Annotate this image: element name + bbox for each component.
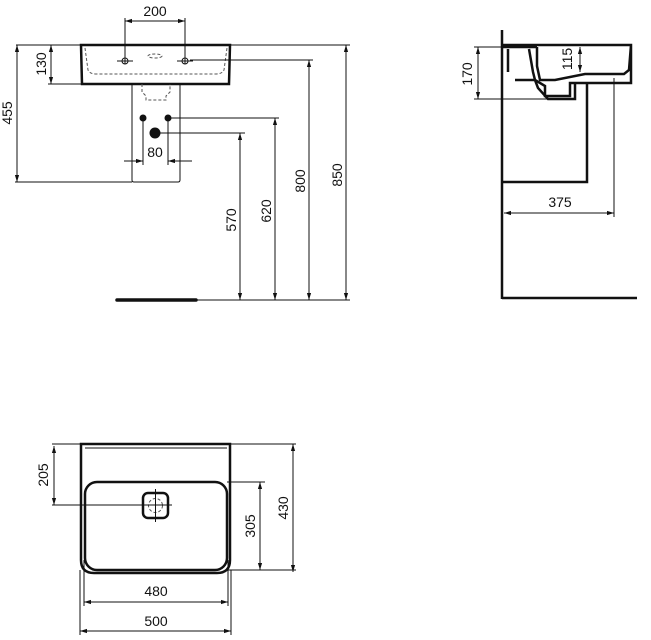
trap-dashed — [141, 84, 171, 101]
basin-profile — [502, 43, 633, 85]
dim-170: 170 — [459, 62, 475, 86]
dim-305: 305 — [242, 514, 258, 538]
dim-480: 480 — [144, 583, 168, 599]
basin-top-outline — [79, 442, 232, 575]
dim-205: 205 — [35, 463, 51, 487]
dim-130: 130 — [33, 52, 49, 76]
dim-570: 570 — [223, 208, 239, 232]
dim-80: 80 — [147, 144, 163, 160]
overflow-icon — [147, 53, 163, 59]
dim-455: 455 — [0, 101, 15, 125]
dim-500: 500 — [144, 613, 168, 629]
dim-850: 850 — [329, 163, 345, 187]
front-view: 200 130 455 80 570 620 800 850 — [0, 3, 350, 302]
dim-115: 115 — [559, 48, 575, 71]
pedestal — [131, 84, 181, 183]
side-view: 170 115 375 — [459, 30, 637, 300]
dim-800: 800 — [292, 169, 308, 193]
plan-view: 205 305 430 480 500 — [35, 442, 296, 635]
dim-430: 430 — [275, 496, 291, 520]
dim-200: 200 — [143, 3, 167, 19]
basin-outline — [79, 43, 232, 86]
pedestal-profile — [502, 83, 589, 184]
dim-375: 375 — [548, 194, 572, 210]
dim-620: 620 — [258, 199, 274, 223]
bowl-inner-dashed — [84, 47, 228, 75]
